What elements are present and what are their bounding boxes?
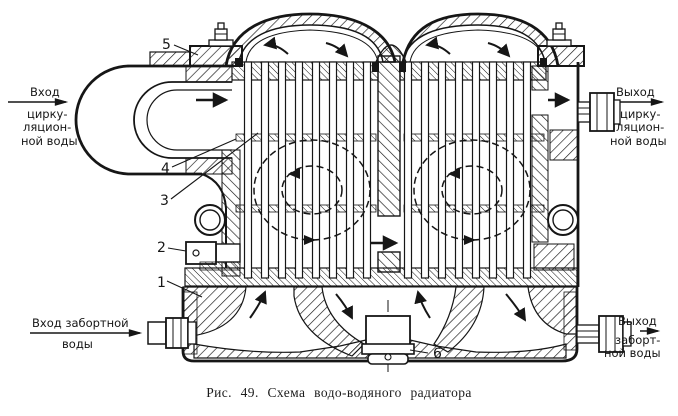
callout-leaders xyxy=(166,44,429,354)
top-flange-right xyxy=(537,22,585,67)
dome-valley xyxy=(374,44,408,63)
label-circ-inlet-line2: цирку- xyxy=(27,107,68,121)
label-raw-outlet-line1: Выход xyxy=(618,314,657,328)
chamber-partition-right xyxy=(433,286,485,353)
bolt-icon xyxy=(208,39,234,47)
raw-inlet-fitting xyxy=(147,317,197,349)
label-raw-outlet-line3: ной воды xyxy=(604,346,661,360)
callout-5: 5 xyxy=(162,37,171,53)
label-raw-inlet: Вход забортной воды xyxy=(32,316,129,351)
figure-caption: Рис. 49. Схема водо-водяного радиатора xyxy=(206,385,472,400)
label-raw-outlet: Выход заборт- ной воды xyxy=(604,314,661,360)
hex-nut-icon xyxy=(598,315,624,353)
drain-boss xyxy=(365,315,411,347)
right-header xyxy=(531,62,580,287)
dome-flow-arrows xyxy=(263,36,511,58)
label-circ-outlet-line1: Выход xyxy=(616,85,655,99)
bolt-icon xyxy=(546,39,572,47)
raw-water-flow-arrows xyxy=(249,290,527,322)
label-circ-outlet-line3: ляцион- xyxy=(616,120,664,134)
callout-6: 6 xyxy=(433,346,442,362)
circ-outlet-fitting xyxy=(577,92,621,132)
left-header xyxy=(185,149,241,277)
label-circ-inlet-line4: ной воды xyxy=(21,134,78,148)
label-circ-inlet: Вход цирку- ляцион- ной воды xyxy=(21,85,78,148)
circulation-flow-arrowheads xyxy=(288,168,476,245)
circulation-flow-dashes xyxy=(253,139,531,241)
drain-cock-2 xyxy=(185,241,217,265)
label-circ-outlet: Выход цирку- ляцион- ной воды xyxy=(610,85,667,148)
callout-1: 1 xyxy=(157,275,166,291)
label-circ-outlet-line2: цирку- xyxy=(620,107,661,121)
label-circ-outlet-line4: ной воды xyxy=(610,134,667,148)
callout-2: 2 xyxy=(157,240,166,256)
callout-3: 3 xyxy=(160,193,169,209)
label-circ-inlet-line1: Вход xyxy=(30,85,60,99)
label-raw-inlet-line2: воды xyxy=(62,337,93,351)
hex-nut-icon xyxy=(589,92,615,132)
central-divider xyxy=(370,55,406,273)
raw-outlet-fitting xyxy=(576,315,632,353)
label-raw-outlet-line2: заборт- xyxy=(615,333,660,347)
callout-4: 4 xyxy=(161,161,170,177)
label-raw-inlet-line1: Вход забортной xyxy=(32,316,129,330)
label-circ-inlet-line3: ляцион- xyxy=(23,120,71,134)
label-arrows xyxy=(8,98,665,337)
chamber-partition-left xyxy=(293,286,365,357)
hex-nut-icon xyxy=(165,317,189,349)
top-dome-right xyxy=(401,12,560,67)
